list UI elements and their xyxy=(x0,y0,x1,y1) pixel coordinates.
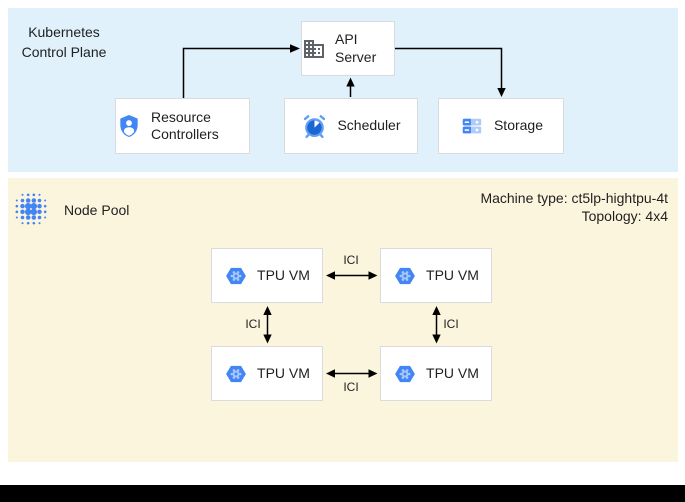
node-pool-meta: Machine type: ct5lp-hightpu-4t Topology:… xyxy=(480,189,668,225)
scheduler-label: Scheduler xyxy=(337,117,401,134)
control-plane-title: Kubernetes Control Plane xyxy=(21,24,107,61)
tpu-vm-label: TPU VM xyxy=(257,266,310,283)
tpu-vm-label: TPU VM xyxy=(257,364,310,381)
tpu-vm-box-1: TPU VM xyxy=(211,248,323,303)
tpu-hexagon-icon xyxy=(226,365,246,382)
node-pool-panel xyxy=(8,178,678,462)
api-server-label: API Server xyxy=(335,31,377,65)
node-pool-icon xyxy=(15,193,47,225)
ici-label-right: ICI xyxy=(443,317,459,331)
tpu-vm-label: TPU VM xyxy=(426,364,479,381)
node-pool-title: Node Pool xyxy=(64,202,130,218)
api-server-box: API Server xyxy=(301,21,395,76)
alarm-clock-icon xyxy=(304,114,326,138)
ici-label-bottom: ICI xyxy=(343,380,359,394)
tpu-vm-box-3: TPU VM xyxy=(211,346,323,401)
resource-controllers-box: Resource Controllers xyxy=(115,98,250,154)
window-bottom-edge xyxy=(0,485,685,502)
scheduler-box: Scheduler xyxy=(284,98,418,154)
ici-label-top: ICI xyxy=(343,253,359,267)
resource-controllers-label: Resource Controllers xyxy=(151,108,219,143)
tpu-hexagon-icon xyxy=(226,267,246,284)
topology-text: Topology: 4x4 xyxy=(581,208,668,225)
storage-label: Storage xyxy=(493,117,544,134)
storage-disks-icon xyxy=(462,118,482,134)
storage-box: Storage xyxy=(438,98,564,154)
tpu-vm-box-2: TPU VM xyxy=(380,248,492,303)
ici-label-left: ICI xyxy=(245,317,261,331)
api-server-icon xyxy=(304,39,324,58)
machine-type-text: Machine type: ct5lp-hightpu-4t xyxy=(480,190,668,206)
shield-person-icon xyxy=(120,114,138,137)
tpu-hexagon-icon xyxy=(395,267,415,284)
tpu-vm-label: TPU VM xyxy=(426,266,479,283)
tpu-vm-box-4: TPU VM xyxy=(380,346,492,401)
tpu-hexagon-icon xyxy=(395,365,415,382)
